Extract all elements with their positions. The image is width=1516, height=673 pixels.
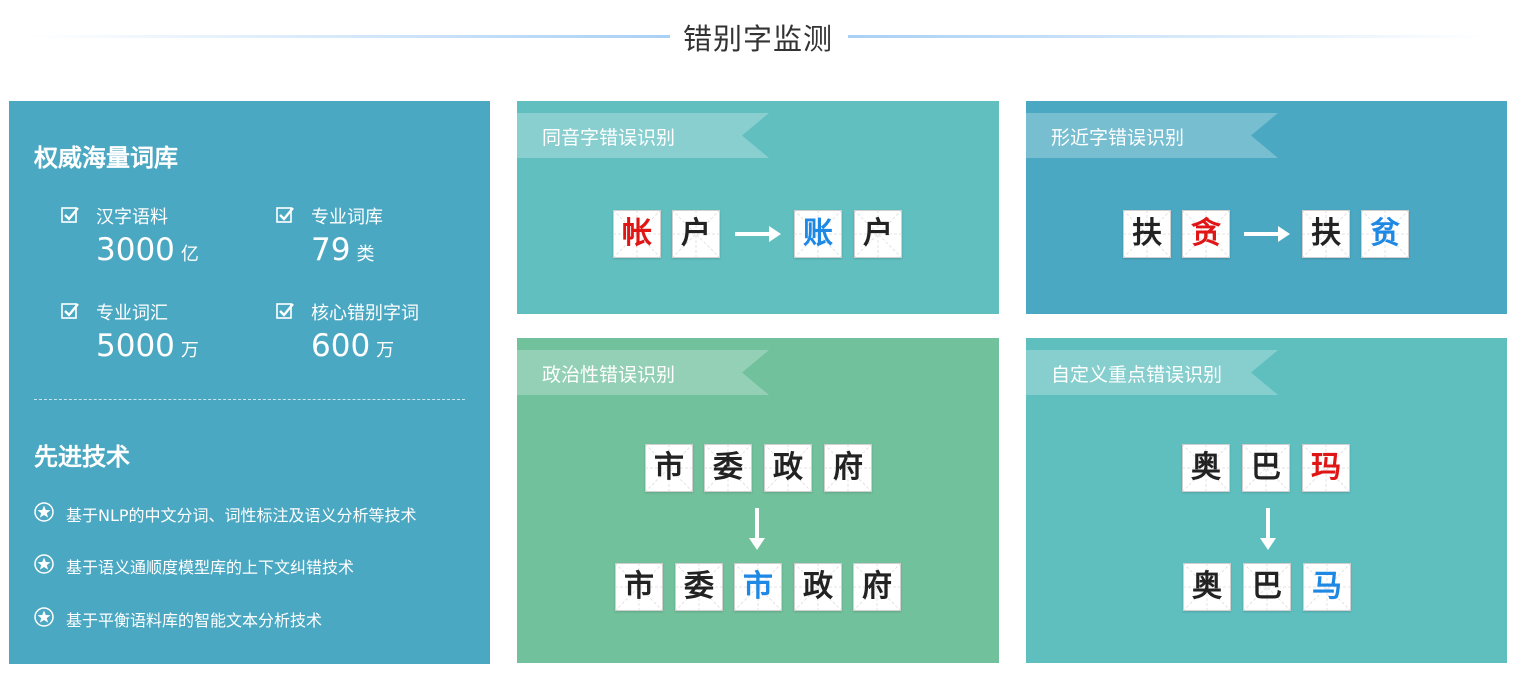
char-cell: 委 xyxy=(675,563,723,611)
char-cell: 市 xyxy=(615,563,663,611)
char-cell: 市 xyxy=(645,444,693,492)
char-cell: 贪 xyxy=(1182,210,1230,258)
fixed-char: 市 xyxy=(743,569,773,604)
tech-item: 基于平衡语料库的智能文本分析技术 xyxy=(34,606,474,630)
checkbox-checked-icon xyxy=(276,207,294,223)
char-cell: 帐 xyxy=(613,210,661,258)
custom-card: 自定义重点错误识别 奥 巴 玛 奥 巴 马 xyxy=(1026,338,1507,663)
char-cell: 奥 xyxy=(1183,563,1231,611)
card-title: 同音字错误识别 xyxy=(542,127,676,149)
checkbox-checked-icon xyxy=(61,303,79,319)
tech-item: 基于语义通顺度模型库的上下文纠错技术 xyxy=(34,553,474,577)
char: 政 xyxy=(773,450,803,485)
lexicon-title: 权威海量词库 xyxy=(34,144,178,172)
char: 扶 xyxy=(1311,216,1341,251)
divider xyxy=(34,399,465,400)
char-cell: 贫 xyxy=(1361,210,1409,258)
char-cell: 巴 xyxy=(1242,444,1290,492)
error-char: 贪 xyxy=(1191,216,1221,251)
char: 委 xyxy=(713,450,743,485)
stat-label: 核心错别字词 xyxy=(311,303,419,324)
tech-title: 先进技术 xyxy=(34,443,130,471)
card-title: 政治性错误识别 xyxy=(542,364,676,386)
similar-card: 形近字错误识别 扶 贪 扶 贫 xyxy=(1026,101,1507,314)
char: 巴 xyxy=(1252,569,1282,604)
header-line-right xyxy=(848,35,1488,38)
char-cell: 玛 xyxy=(1302,444,1350,492)
checkbox-checked-icon xyxy=(276,303,294,319)
star-circle-icon xyxy=(34,554,54,574)
char-cell: 奥 xyxy=(1182,444,1230,492)
tech-text: 基于语义通顺度模型库的上下文纠错技术 xyxy=(66,558,355,577)
char-cell: 马 xyxy=(1303,563,1351,611)
char-cell: 府 xyxy=(853,563,901,611)
char-cell: 户 xyxy=(854,210,902,258)
arrow-down-icon xyxy=(749,508,765,550)
arrow-right-icon xyxy=(735,226,781,242)
char-cell: 政 xyxy=(794,563,842,611)
error-char: 玛 xyxy=(1311,450,1341,485)
char-cell: 政 xyxy=(764,444,812,492)
char: 奥 xyxy=(1192,569,1222,604)
fixed-char: 账 xyxy=(803,216,833,251)
char: 市 xyxy=(654,450,684,485)
arrow-down-icon xyxy=(1260,508,1276,550)
fixed-char: 贫 xyxy=(1370,216,1400,251)
error-char: 帐 xyxy=(622,216,652,251)
tech-text: 基于NLP的中文分词、词性标注及语义分析等技术 xyxy=(66,506,417,525)
homophone-card: 同音字错误识别 帐 户 账 户 xyxy=(517,101,999,314)
fixed-char: 马 xyxy=(1312,569,1342,604)
char-cell: 委 xyxy=(704,444,752,492)
star-circle-icon xyxy=(34,502,54,522)
stat-label: 专业词汇 xyxy=(96,303,168,324)
char-cell: 巴 xyxy=(1243,563,1291,611)
card-title: 自定义重点错误识别 xyxy=(1051,364,1223,386)
char: 委 xyxy=(684,569,714,604)
char: 巴 xyxy=(1251,450,1281,485)
char: 户 xyxy=(863,216,893,251)
char-cell: 府 xyxy=(824,444,872,492)
checkbox-checked-icon xyxy=(61,207,79,223)
arrow-right-icon xyxy=(1244,226,1290,242)
char-cell: 市 xyxy=(734,563,782,611)
section-header: 错别字监测 xyxy=(0,0,1516,74)
header-line-left xyxy=(30,35,670,38)
char: 奥 xyxy=(1191,450,1221,485)
char: 扶 xyxy=(1132,216,1162,251)
char-cell: 扶 xyxy=(1123,210,1171,258)
char-cell: 户 xyxy=(672,210,720,258)
star-circle-icon xyxy=(34,607,54,627)
char: 政 xyxy=(803,569,833,604)
stat-label: 专业词库 xyxy=(311,207,383,228)
char: 府 xyxy=(862,569,892,604)
tech-text: 基于平衡语料库的智能文本分析技术 xyxy=(66,611,323,630)
char: 市 xyxy=(624,569,654,604)
char-cell: 账 xyxy=(794,210,842,258)
tech-item: 基于NLP的中文分词、词性标注及语义分析等技术 xyxy=(34,501,474,525)
char: 府 xyxy=(833,450,863,485)
page-title: 错别字监测 xyxy=(682,22,833,56)
char-cell: 扶 xyxy=(1302,210,1350,258)
political-card: 政治性错误识别 市 委 政 府 市 委 市 政 府 xyxy=(517,338,999,663)
card-title: 形近字错误识别 xyxy=(1051,127,1185,149)
stat-label: 汉字语料 xyxy=(96,207,168,228)
char: 户 xyxy=(681,216,711,251)
